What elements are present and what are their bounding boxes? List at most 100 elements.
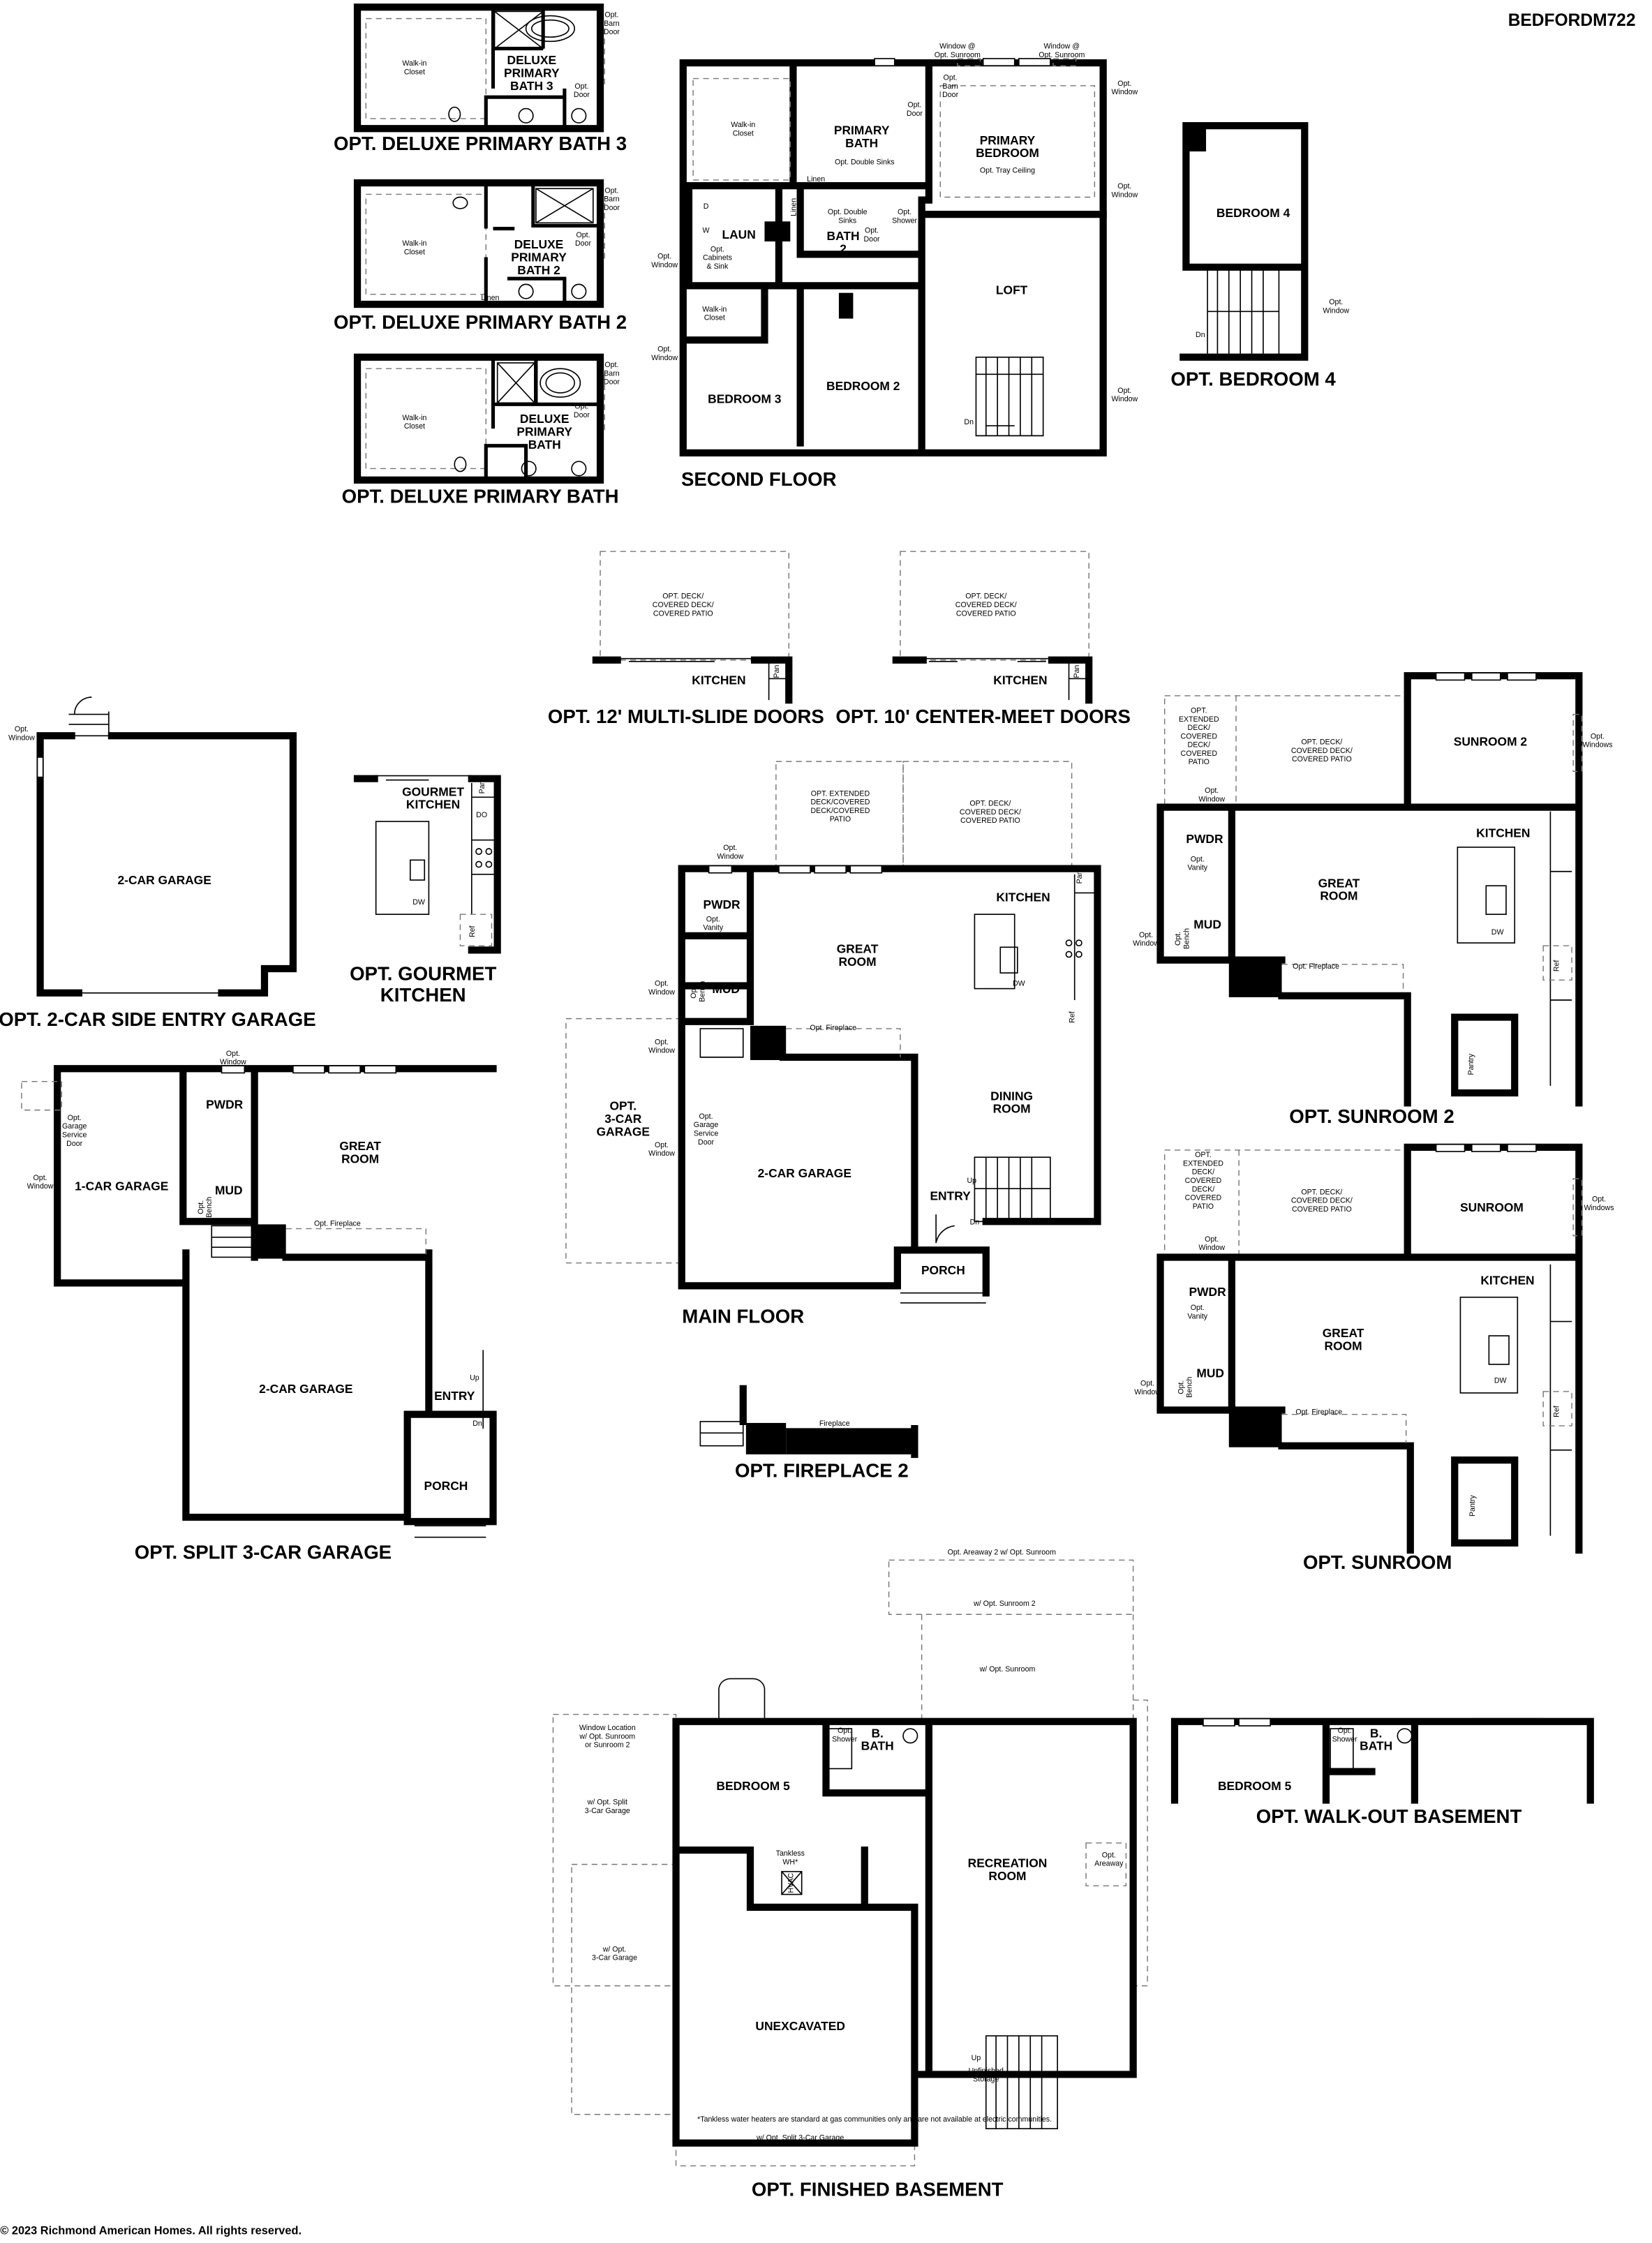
label-line: DELUXE: [514, 237, 564, 251]
room-label: OPT. DECK/COVERED DECK/COVERED PATIO: [960, 800, 1021, 826]
note-label: Opt.Shower: [1332, 1727, 1357, 1743]
label-line: Window @: [1044, 43, 1080, 51]
note-label: Window @Opt. Sunroom: [1039, 43, 1085, 59]
label-line: Shower: [892, 216, 917, 225]
label-line: Window: [648, 1149, 675, 1158]
label-line: 3-Car Garage: [585, 1807, 630, 1815]
note-label: w/ Opt.3-Car Garage: [592, 1945, 637, 1962]
room-label: KITCHEN: [993, 673, 1047, 687]
label-line: Walk-in: [702, 305, 727, 313]
label-line: Opt.: [1329, 298, 1343, 306]
room-label: MUD: [1196, 1366, 1224, 1380]
plan-second-floor: [679, 58, 1107, 457]
label-line: Opt.: [68, 1114, 82, 1122]
label-line: Areaway: [1094, 1860, 1124, 1868]
label-line: COVERED DECK/: [955, 601, 1017, 609]
note-label: w/ Opt. Split 3-Car Garage: [756, 2134, 844, 2143]
room-label: UNEXCAVATED: [755, 2019, 845, 2033]
label-line: Cabinets: [703, 254, 732, 262]
label-line: ROOM: [1320, 889, 1357, 903]
label-line: Opt.: [1177, 1380, 1185, 1394]
note-label: Opt. Fireplace: [314, 1219, 361, 1228]
label-line: Opt.: [576, 231, 590, 239]
label-line: Opt.: [1117, 80, 1131, 88]
label-line: OPT. DECK/: [1301, 1188, 1342, 1196]
room-label: KITCHEN: [996, 891, 1050, 904]
room-label: SUNROOM: [1460, 1200, 1524, 1214]
plan-deluxe-primary-bath-2: [353, 179, 605, 308]
rotated-label: Pan: [478, 780, 486, 793]
label-line: Door: [942, 91, 958, 99]
plan-labels: BEDFORDM722© 2023 Richmond American Home…: [0, 11, 1635, 2237]
label-line: Opt.: [710, 245, 724, 253]
label-line: PRIMARY: [511, 251, 567, 264]
appliance-label: DW: [1491, 928, 1504, 937]
label-line: Door: [575, 239, 591, 248]
label-line: Sinks: [838, 216, 856, 225]
rotated-label: Opt.Bench: [1174, 928, 1191, 949]
label-line: Opt.: [1191, 1304, 1205, 1312]
label-line: Window: [8, 733, 35, 742]
room-label: 1-CAR GARAGE: [75, 1179, 168, 1193]
rotated-label: Ref: [1553, 1406, 1561, 1417]
label-line: Closet: [704, 314, 725, 322]
appliance-label: DW: [1013, 980, 1025, 988]
plan-split-3-car-garage: [21, 1065, 497, 1538]
note-label: Opt.Window: [717, 844, 743, 860]
label-line: Bench: [698, 981, 706, 1002]
plan-gourmet-kitchen: [353, 775, 501, 954]
plan-title: OPT. BEDROOM 4: [1170, 368, 1336, 390]
plan-main-floor: [565, 761, 1101, 1304]
note-label: Opt.Areaway: [1094, 1851, 1124, 1868]
label-line: COVERED DECK/: [1291, 1197, 1353, 1205]
label-line: Door: [574, 411, 590, 419]
note-label: Opt. Fireplace: [1293, 962, 1339, 971]
label-line: BATH: [528, 438, 561, 452]
label-line: GREAT: [1318, 876, 1360, 890]
plan-multi-slide-doors: [592, 551, 793, 704]
label-line: Opt.: [15, 725, 29, 733]
label-line: COVERED DECK/: [653, 601, 714, 609]
label-line: Opt.: [1174, 932, 1182, 946]
label-line: Window @: [939, 43, 976, 51]
rotated-label: Linen: [790, 198, 798, 216]
appliance-label: W: [703, 227, 710, 235]
label-line: Opt.: [604, 361, 618, 369]
note-label: Fireplace: [819, 1419, 850, 1428]
label-line: Door: [604, 204, 620, 212]
label-line: GREAT: [1323, 1326, 1364, 1340]
label-line: Walk-in: [402, 239, 426, 248]
label-line: ROOM: [341, 1152, 379, 1165]
label-line: Window: [1111, 395, 1138, 403]
plan-title: OPT. 10' CENTER-MEET DOORS: [835, 706, 1131, 727]
label-line: Opt.: [604, 186, 618, 195]
note-label: Opt.Window: [27, 1174, 54, 1191]
note-label: Opt.Shower: [892, 208, 917, 225]
label-line: ROOM: [838, 955, 876, 969]
rotated-label: Pan: [1073, 665, 1081, 678]
note-label: Opt.Window: [648, 1141, 675, 1158]
label-line: Door: [863, 235, 879, 244]
plan-title: OPT. SUNROOM: [1303, 1551, 1452, 1573]
label-line: Opt.: [1205, 787, 1219, 795]
label-line: Barn: [942, 82, 958, 91]
room-label: SUNROOM 2: [1454, 735, 1527, 749]
room-label: MUD: [215, 1183, 243, 1197]
rotated-label: Opt.Bench: [1177, 1377, 1193, 1398]
label-line: Barn: [604, 20, 620, 28]
label-line: Unfinished: [969, 2066, 1004, 2075]
note-label: Opt.Window: [1111, 387, 1138, 403]
room-label: BEDROOM 2: [826, 379, 900, 393]
label-line: Window: [27, 1182, 54, 1191]
label-line: BEDROOM: [976, 146, 1039, 160]
stair-label: Up: [470, 1374, 479, 1383]
label-line: Opt.: [574, 402, 588, 410]
room-label: LOFT: [996, 283, 1028, 297]
label-line: Door: [574, 91, 590, 99]
label-line: GREAT: [339, 1139, 381, 1153]
